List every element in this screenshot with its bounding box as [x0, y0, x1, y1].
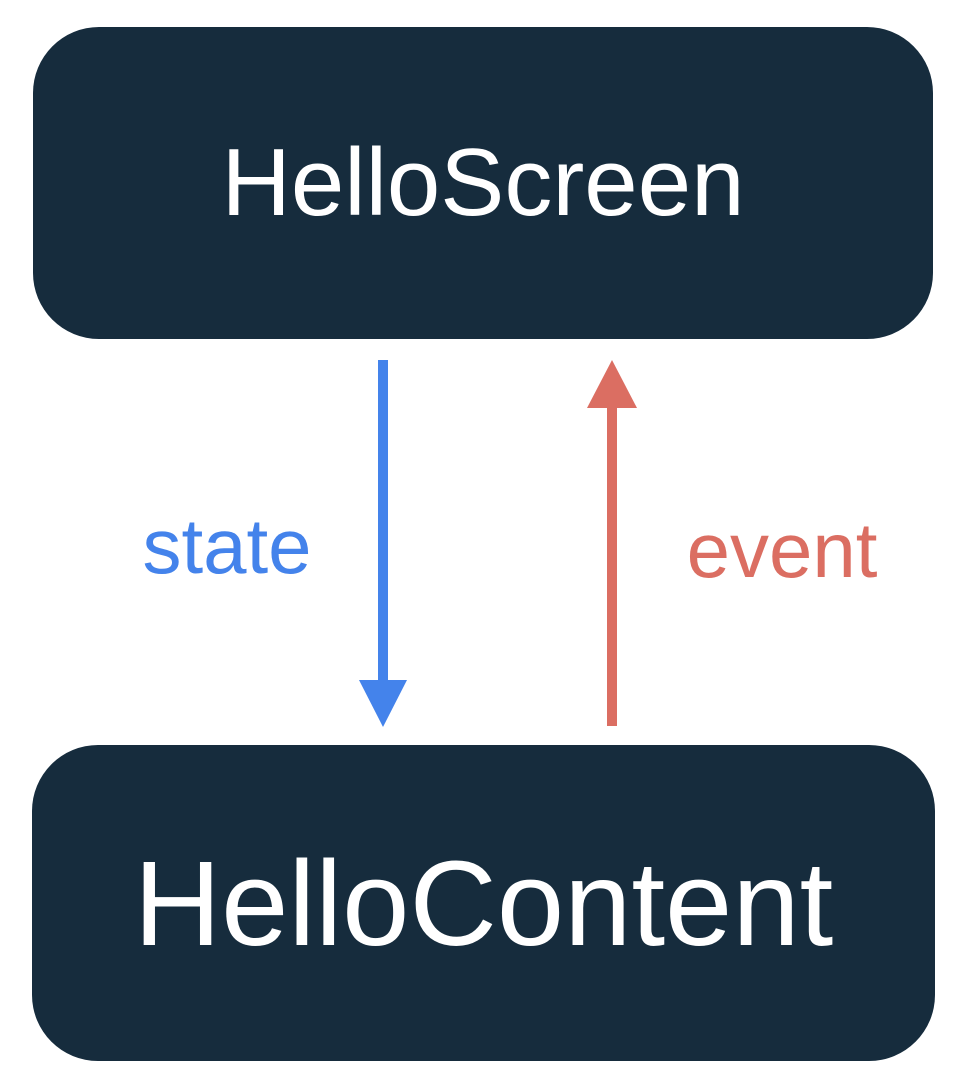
- hello-screen-label: HelloScreen: [221, 129, 745, 236]
- hello-screen-box: HelloScreen: [33, 27, 933, 339]
- arrow-head: [587, 360, 637, 408]
- state-label: state: [142, 502, 312, 590]
- arrow-shaft: [607, 405, 617, 726]
- arrow-head: [359, 680, 407, 727]
- event-label: event: [686, 506, 878, 594]
- arrow-shaft: [378, 360, 388, 682]
- hello-content-box: HelloContent: [32, 745, 935, 1061]
- hello-content-label: HelloContent: [133, 834, 834, 971]
